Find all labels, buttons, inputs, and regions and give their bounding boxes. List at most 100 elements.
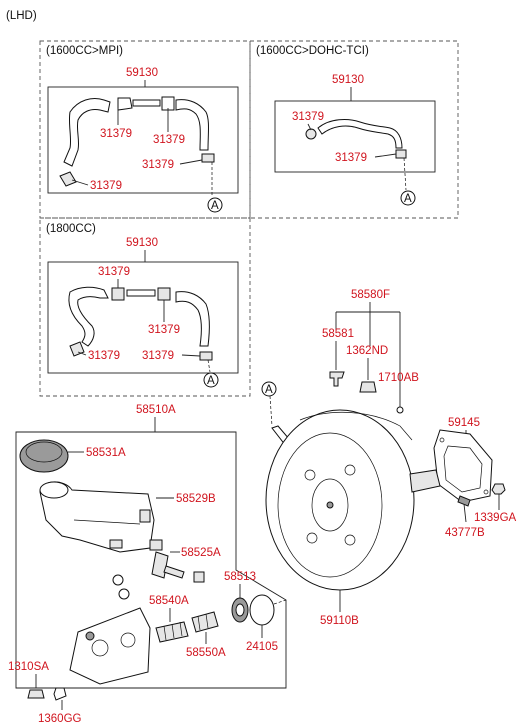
label-1339ga[interactable]: 1339GA (474, 512, 517, 524)
leader-31379-1800-c (77, 351, 87, 356)
label-31379-1800-a[interactable]: 31379 (98, 266, 130, 278)
grommet-58550-ribs (197, 613, 209, 631)
hose-dohc-drawing (305, 119, 407, 159)
booster-stud-2 (344, 464, 356, 476)
reservoir-tab (139, 509, 151, 523)
cylinder-body (69, 607, 151, 685)
booster-pushrod (409, 469, 441, 493)
booster-rim (299, 411, 413, 441)
leader-43777b (463, 503, 467, 523)
leader-31379-1800-d (181, 354, 201, 357)
panel-dohc-border (249, 40, 459, 219)
label-58525a[interactable]: 58525A (181, 547, 221, 559)
gasket-hole-2 (483, 489, 489, 495)
booster-face (277, 432, 383, 578)
panel-1600cc-mpi: (1600CC>MPI) 59130 31379 31379 31379 313… (39, 40, 251, 219)
leader-31379-dohc-a (307, 123, 312, 131)
label-31379-dohc-b[interactable]: 31379 (335, 152, 367, 164)
leader-31379-mpi-c (179, 159, 203, 165)
booster-stud-4 (344, 534, 356, 546)
label-58513[interactable]: 58513 (224, 571, 256, 583)
panel-1600cc-dohc: (1600CC>DOHC-TCI) 59130 31379 31379 A (249, 40, 459, 219)
label-24105[interactable]: 24105 (246, 641, 278, 653)
gasket-part (433, 429, 493, 503)
label-59130-mpi[interactable]: 59130 (126, 67, 158, 79)
booster-center (326, 501, 334, 509)
clip-part (396, 406, 404, 414)
gasket-hole-1 (439, 437, 445, 443)
booster-stud-3 (306, 532, 318, 544)
seal-24105-part (249, 594, 275, 626)
ref-a-dohc-text: A (404, 193, 412, 205)
grommet-2 (149, 539, 163, 551)
label-31379-mpi-b[interactable]: 31379 (153, 134, 185, 146)
hose-box-mpi (47, 86, 239, 194)
leader-31379-mpi-d (71, 179, 89, 186)
booster-body (265, 409, 415, 591)
grommet-1 (109, 539, 123, 549)
label-1360gg[interactable]: 1360GG (38, 713, 82, 725)
panel-1800-border (39, 217, 251, 397)
master-cylinder-group: 58510A 58531A 58529B 58525A 58540A (8, 404, 287, 725)
ring-seal-1 (112, 574, 124, 586)
cylinder-port-2 (120, 632, 136, 648)
grommet-58540-ribs (163, 621, 183, 641)
drive-label: (LHD) (6, 10, 37, 22)
ref-a-mpi-text: A (211, 200, 219, 212)
ref-a-mpi (207, 197, 223, 213)
panel-1800cc: (1800CC) 59130 31379 31379 31379 31379 A (39, 217, 251, 397)
label-1362nd[interactable]: 1362ND (346, 345, 388, 357)
booster-hub (311, 478, 349, 532)
cap-part (19, 439, 69, 473)
label-58550a[interactable]: 58550A (186, 647, 226, 659)
label-59145[interactable]: 59145 (448, 417, 480, 429)
hose-1800-drawing (68, 286, 213, 361)
nut-1339-part (491, 483, 506, 495)
hose-box-1800 (47, 261, 239, 374)
label-1710ab[interactable]: 1710AB (378, 372, 419, 384)
bolt-1310-part (27, 689, 45, 699)
leader-31379-dohc-b (374, 153, 397, 158)
grommet-58550-part (191, 611, 219, 633)
label-58510a[interactable]: 58510A (136, 404, 176, 416)
label-58581[interactable]: 58581 (322, 328, 354, 340)
label-59110b[interactable]: 59110B (320, 615, 359, 627)
reservoir-neck (39, 481, 69, 499)
label-31379-1800-d[interactable]: 31379 (142, 350, 174, 362)
cap-top (25, 441, 63, 463)
pin-43777-part (457, 495, 471, 507)
booster-stud-1 (304, 469, 316, 481)
label-58531a[interactable]: 58531A (86, 447, 126, 459)
label-31379-1800-b[interactable]: 31379 (148, 324, 180, 336)
label-43777b[interactable]: 43777B (445, 527, 485, 539)
washer-58525 (193, 571, 205, 583)
label-31379-dohc-a[interactable]: 31379 (292, 111, 324, 123)
booster-group: A 59110B (261, 381, 441, 627)
ref-a-1800 (203, 372, 219, 388)
gasket-group: 59145 1339GA 43777B (433, 417, 517, 539)
label-31379-1800-c[interactable]: 31379 (88, 350, 120, 362)
bolt-58525 (163, 565, 185, 579)
label-58540a[interactable]: 58540A (149, 595, 189, 607)
label-58529b[interactable]: 58529B (176, 493, 216, 505)
panel-mpi-title: (1600CC>MPI) (46, 45, 123, 57)
reservoir-line (73, 519, 141, 525)
bracket-kit-group: 58580F 58581 1362ND 1710AB (322, 289, 419, 414)
hose-box-dohc (274, 100, 436, 173)
gasket-inner (443, 445, 483, 493)
label-31379-mpi-c[interactable]: 31379 (142, 159, 174, 171)
bushing-part (329, 371, 345, 387)
label-59130-1800[interactable]: 59130 (126, 237, 158, 249)
label-58580f[interactable]: 58580F (351, 289, 390, 301)
label-31379-mpi-d[interactable]: 31379 (90, 180, 122, 192)
seal-58525-part (151, 551, 169, 579)
label-59130-dohc[interactable]: 59130 (332, 74, 364, 86)
leader-a-booster (269, 395, 273, 427)
seal-58513-inner (235, 603, 245, 617)
label-31379-mpi-a[interactable]: 31379 (100, 128, 132, 140)
ref-a-booster-text: A (265, 384, 273, 396)
ref-a-booster (261, 381, 277, 397)
panel-dohc-title: (1600CC>DOHC-TCI) (256, 45, 369, 57)
label-1310sa[interactable]: 1310SA (8, 661, 49, 673)
